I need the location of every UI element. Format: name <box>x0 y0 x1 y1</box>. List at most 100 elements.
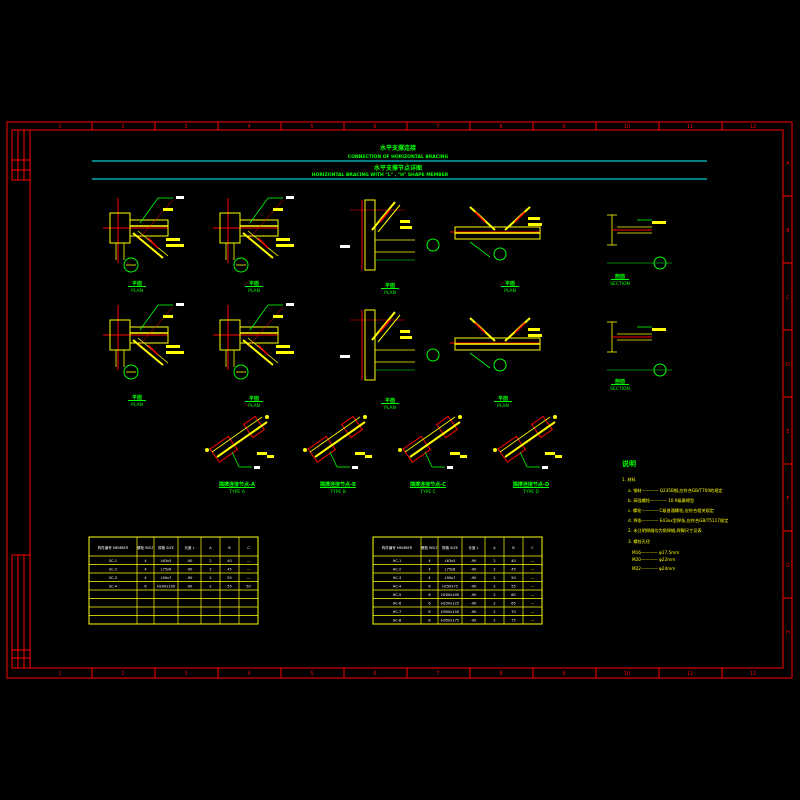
outer-frame <box>6 121 793 679</box>
column-marker: 1 <box>58 124 61 130</box>
table-cell: -90 <box>471 585 477 589</box>
view-subtitle: PLAN <box>497 403 509 409</box>
view-subtitle: SECTION <box>610 386 630 392</box>
view-subtitle: PLAN <box>131 402 143 408</box>
table-cell: 6 <box>428 585 430 589</box>
table-cell: 2 <box>493 559 495 563</box>
brace-type-detail <box>303 415 372 469</box>
table-cell: -90 <box>187 559 193 563</box>
note-item: 2. 未注明焊缝均为角焊缝,焊脚尺寸见表 <box>628 527 702 534</box>
table-cell: 2 <box>209 576 211 580</box>
row-marker: B <box>786 228 790 234</box>
table-header: 构件编号 MEMBER <box>98 545 129 550</box>
table-cell: 50 <box>246 585 250 589</box>
table-cell: 2 <box>493 568 495 572</box>
table-cell: SC-4 <box>109 585 118 589</box>
view-subtitle: SECTION <box>610 281 630 287</box>
table-cell: HC-7 <box>393 610 402 614</box>
brace-type-detail <box>205 415 274 469</box>
table-cell: 45 <box>227 568 231 572</box>
column-marker: 6 <box>373 124 376 130</box>
table-cell: -90 <box>471 559 477 563</box>
table-cell: -90 <box>187 576 193 580</box>
table-cell: 75 <box>511 619 515 623</box>
table-header: 规格 SIZE <box>158 545 174 550</box>
table-cell: 4 <box>428 559 431 563</box>
table-cell: H350x175 <box>441 619 459 623</box>
table-header: B <box>512 546 515 550</box>
view-subtitle: PLAN <box>248 403 260 409</box>
column-brace-node <box>103 196 184 273</box>
table-cell: 60 <box>511 593 515 597</box>
beam-brace-node <box>340 199 440 271</box>
table-cell: HC-1 <box>393 559 402 563</box>
table-cell: 6 <box>428 602 430 606</box>
table-cell: 2 <box>493 619 495 623</box>
table-cell: — <box>531 585 535 589</box>
table-cell: 4 <box>428 576 431 580</box>
column-marker: 11 <box>687 124 693 130</box>
table-cell: -90 <box>471 610 477 614</box>
column-marker: 12 <box>750 671 756 677</box>
view-title: 平面 <box>385 397 395 404</box>
table-cell: SC-1 <box>109 559 117 563</box>
table-cell: HC-2 <box>393 568 402 572</box>
brace-type-detail <box>398 415 467 469</box>
column-marker: 3 <box>184 671 187 677</box>
inner-frame <box>29 129 784 669</box>
table-header: C <box>531 546 534 550</box>
table-cell: 2 <box>209 559 211 563</box>
table-cell: — <box>247 568 251 572</box>
table-cell: 45 <box>511 568 515 572</box>
table-header: 规格 SIZE <box>442 545 458 550</box>
type-title: 隅撑连接节点-B <box>320 481 356 488</box>
table-cell: 2 <box>209 585 211 589</box>
table-cell: -90 <box>471 602 477 606</box>
table-header: 构件编号 MEMBER <box>382 545 413 550</box>
column-marker: 9 <box>562 124 565 130</box>
table-cell: 2 <box>493 602 495 606</box>
table-header: C <box>247 546 250 550</box>
table-cell: 2 <box>493 593 495 597</box>
table-header: B <box>228 546 231 550</box>
notes-title: 说明 <box>622 459 636 468</box>
column-marker: 3 <box>184 124 187 130</box>
column-brace-node <box>213 303 294 380</box>
row-marker: D <box>786 362 790 368</box>
table-cell: — <box>531 559 535 563</box>
sheet-title: 水平支撑连接 CONNECTION OF HORIZONTAL BRACING … <box>92 144 707 180</box>
view-title: 平面 <box>385 282 395 289</box>
column-brace-node <box>213 196 294 273</box>
table-cell: 4 <box>428 568 431 572</box>
view-subtitle: PLAN <box>131 288 143 294</box>
table-cell: 55 <box>511 585 515 589</box>
title-block-bottom <box>11 554 31 669</box>
table-cell: HC-6 <box>393 602 402 606</box>
table-cell: L63x5 <box>161 559 172 563</box>
table-cell: L90x7 <box>445 576 456 580</box>
column-marker: 7 <box>436 671 439 677</box>
view-subtitle: PLAN <box>384 405 396 411</box>
table-cell: 50 <box>511 576 515 580</box>
view-title: 平面 <box>505 280 515 287</box>
table-cell: -90 <box>471 619 477 623</box>
table-cell: — <box>531 619 535 623</box>
view-subtitle: PLAN <box>248 288 260 294</box>
table-cell: L75x6 <box>161 568 172 572</box>
view-title: 平面 <box>249 395 259 402</box>
note-item: M22———— φ24mm <box>632 566 675 571</box>
view-title: 平面 <box>132 280 142 287</box>
table-cell: H150x75 <box>442 585 458 589</box>
view-title: 平面 <box>249 280 259 287</box>
table-header: A <box>209 546 212 550</box>
view-labels: 平面PLAN平面PLAN平面PLAN平面PLAN平面PLAN平面PLAN平面PL… <box>128 273 630 495</box>
view-subtitle: PLAN <box>504 288 516 294</box>
table-cell: — <box>531 568 535 572</box>
table-cell: — <box>531 602 535 606</box>
table-cell: — <box>247 576 251 580</box>
table-cell: -90 <box>471 576 477 580</box>
table-cell: 2 <box>493 576 495 580</box>
table-cell: 65 <box>511 602 515 606</box>
